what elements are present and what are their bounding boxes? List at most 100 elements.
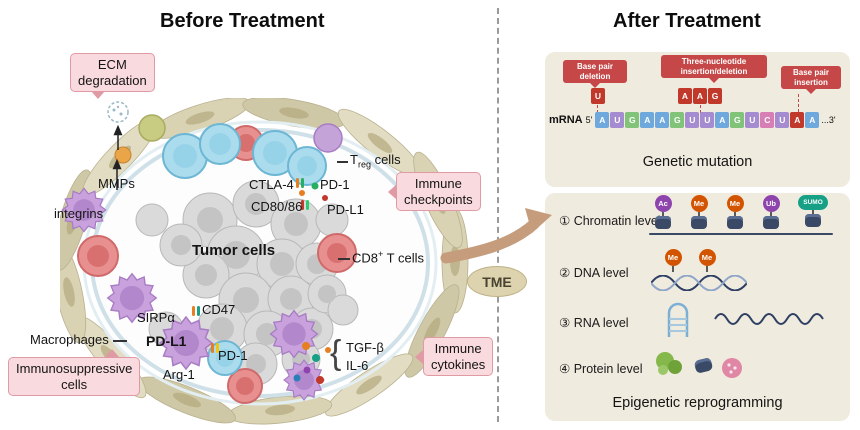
tumor-cells-group	[135, 180, 359, 386]
ecm-degradation-label: ECM degradation	[70, 53, 155, 100]
base-pair-deletion-label: Base pair deletion	[563, 60, 627, 84]
mark-stem	[662, 212, 664, 216]
nucleotide: U	[700, 112, 715, 128]
three-prime-label: ...3'	[821, 115, 836, 125]
immunosuppressive-cells-label: Immunosuppressive cells	[8, 348, 141, 397]
arg1-label: Arg-1	[163, 367, 195, 382]
chromatin-graphic: Ac Me Me Ub SUMO	[649, 195, 839, 243]
dna-helix-icon	[651, 275, 747, 291]
nucleotide: G	[670, 112, 685, 128]
nucleotide: A	[805, 112, 820, 128]
protein-graphic	[651, 347, 781, 385]
mark-stem	[672, 266, 674, 272]
indel-label: Three-nucleotide insertion/deletion	[661, 55, 767, 79]
nucleosome-unit: Me	[725, 195, 745, 229]
dna-graphic: Me Me	[651, 249, 771, 291]
nucleotide: U	[745, 112, 760, 128]
me-mark: Me	[698, 249, 716, 266]
nucleotide: A	[655, 112, 670, 128]
nucleosome-icon	[691, 216, 707, 229]
tumor-cell-cluster-illustration	[60, 98, 469, 425]
protein-navy-icon	[693, 357, 714, 374]
rna-level-label: ③ RNA level	[559, 316, 629, 330]
pd1-bottom-label: PD-1	[218, 348, 248, 363]
rna-graphic	[647, 297, 837, 341]
cd80-86-label: CD80/86	[251, 199, 303, 214]
me-mark: Me	[690, 195, 708, 212]
immune-checkpoints-label: Immune checkpoints	[396, 172, 481, 212]
dna-me-unit: Me	[663, 249, 683, 272]
chromatin-dna-line	[649, 233, 833, 235]
me-mark: Me	[664, 249, 682, 266]
cytokine-dots	[293, 182, 331, 384]
tme-arrow-icon	[440, 208, 552, 264]
ac-mark: Ac	[654, 195, 672, 212]
indel-connector	[700, 105, 701, 113]
nucleotide: G	[730, 112, 745, 128]
nucleotide: G	[625, 112, 640, 128]
receptor-pairs	[192, 178, 309, 353]
deletion-connector	[597, 105, 598, 113]
nucleotide: U	[775, 112, 790, 128]
insertion-connector	[798, 94, 799, 112]
after-treatment-title: After Treatment	[613, 10, 761, 32]
sirpa-label: SIRPα	[137, 310, 175, 325]
mark-stem	[698, 212, 700, 216]
tme-badge: TME	[467, 266, 527, 297]
before-treatment-title: Before Treatment	[160, 10, 325, 32]
treg-connector-line	[337, 161, 348, 163]
rna-strand-icon	[714, 313, 824, 325]
mrna-strand: mRNA 5' A U G A A G U U A G U C U A A ..…	[549, 112, 839, 128]
nucleotide: U	[610, 112, 625, 128]
nucleosome-unit: Ac	[653, 195, 673, 229]
nucleotide: C	[760, 112, 775, 128]
indel-bases: A A G	[678, 88, 723, 104]
nucleosome-unit: Ub	[761, 195, 781, 229]
section-divider	[497, 8, 499, 422]
dna-level-label: ② DNA level	[559, 266, 629, 280]
rna-hairpin-icon	[667, 302, 689, 337]
mark-stem	[812, 210, 814, 214]
tumor-cells-label: Tumor cells	[192, 242, 276, 259]
treg-cells-label: Treg cells	[350, 152, 401, 170]
nucleotide-deleted: U	[591, 88, 605, 104]
base-pair-insertion-label: Base pair insertion	[781, 66, 841, 90]
immune-cells-group	[77, 114, 357, 404]
chromatin-level-label: ① Chromatin level	[559, 214, 661, 228]
five-prime-label: 5'	[585, 115, 593, 125]
protein-pink-icon	[722, 358, 742, 378]
nucleotide: A	[715, 112, 730, 128]
ub-mark: Ub	[762, 195, 780, 212]
deleted-base: U	[591, 88, 606, 104]
cd8-t-cells-label: CD8+ T cells	[352, 249, 424, 266]
genetic-mutation-caption: Genetic mutation	[642, 154, 753, 170]
nucleotide: A	[640, 112, 655, 128]
cd8-connector-line	[338, 258, 350, 260]
pdl1-top-label: PD-L1	[327, 202, 364, 217]
nucleotide: A	[595, 112, 610, 128]
mark-stem	[706, 266, 708, 272]
macrophage-connector-line	[113, 340, 127, 342]
mrna-label: mRNA	[549, 114, 583, 126]
nucleosome-icon	[655, 216, 671, 229]
epigenetic-caption: Epigenetic reprogramming	[612, 395, 783, 411]
pd1-top-label: PD-1	[320, 177, 350, 192]
sumo-mark: SUMO	[798, 195, 828, 210]
mark-stem	[770, 212, 772, 216]
cd47-label: CD47	[202, 302, 236, 317]
nucleosome-icon	[763, 216, 779, 229]
mmp-arrows	[112, 124, 123, 190]
dna-me-unit: Me	[697, 249, 717, 272]
mark-stem	[734, 212, 736, 216]
nucleosome-unit: Me	[689, 195, 709, 229]
immune-cytokines-label: Immune cytokines	[423, 337, 494, 377]
degraded-ecm-icon	[107, 101, 129, 123]
ctla4-label: CTLA-4	[249, 177, 294, 192]
nucleotide-indel: A	[693, 88, 707, 104]
il6-label: IL-6	[346, 358, 369, 373]
nucleosome-icon	[805, 214, 821, 227]
protein-level-label: ④ Protein level	[559, 362, 643, 376]
nucleotide-indel: G	[708, 88, 722, 104]
integrins-label: integrins	[54, 206, 104, 221]
